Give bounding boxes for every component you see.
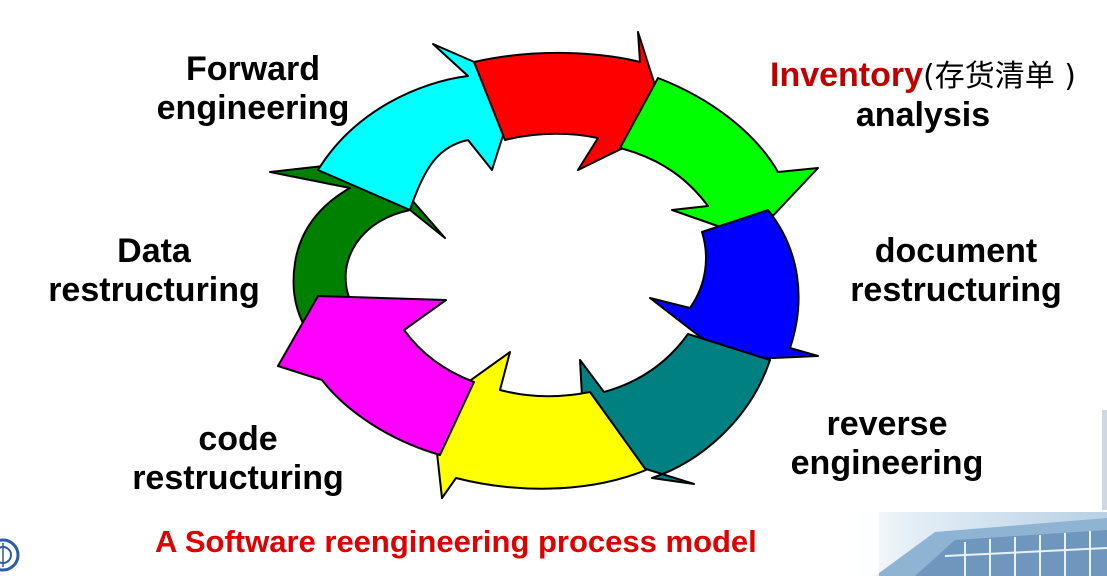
code-restructuring-line1: code [198,420,278,458]
reverse-engineering-label: reverse engineering [780,405,994,483]
diagram-caption: A Software reengineering process model [155,524,757,559]
inventory-chinese-text: (存货清单 ) [923,59,1076,94]
reverse-engineering-line2: engineering [790,444,984,482]
building-photo [845,512,1107,576]
forward-engineering-line1: Forward [185,50,321,88]
data-restructuring-line1: Data [117,232,191,270]
inventory-analysis-label: Inventory(存货清单 ) analysis [742,56,1104,135]
data-restructuring-label: Data restructuring [38,232,270,310]
inventory-analysis-arrow [473,31,669,171]
document-restructuring-arrow [649,209,819,361]
document-restructuring-line1: document [874,232,1038,270]
forward-engineering-label: Forward engineering [148,50,358,128]
code-restructuring-label: code restructuring [122,420,354,498]
code-transition-arrow [277,295,475,456]
document-restructuring-label: document restructuring [840,232,1072,310]
data-restructuring-line2: restructuring [48,271,260,309]
forward-engineering-line2: engineering [156,89,350,127]
document-restructuring-line2: restructuring [850,271,1062,309]
inventory-analysis-line2: analysis [855,96,991,134]
inventory-transition-arrow [619,77,819,239]
right-edge-decoration [1102,410,1107,510]
reverse-engineering-line1: reverse [826,405,948,443]
inventory-analysis-line1: Inventory(存货清单 ) [742,56,1104,96]
inventory-english-text: Inventory [770,56,924,94]
code-restructuring-line2: restructuring [132,459,344,497]
code-restructuring-arrow [431,351,647,499]
forward-engineering-arrow [317,43,521,211]
university-emblem-icon [0,538,20,572]
